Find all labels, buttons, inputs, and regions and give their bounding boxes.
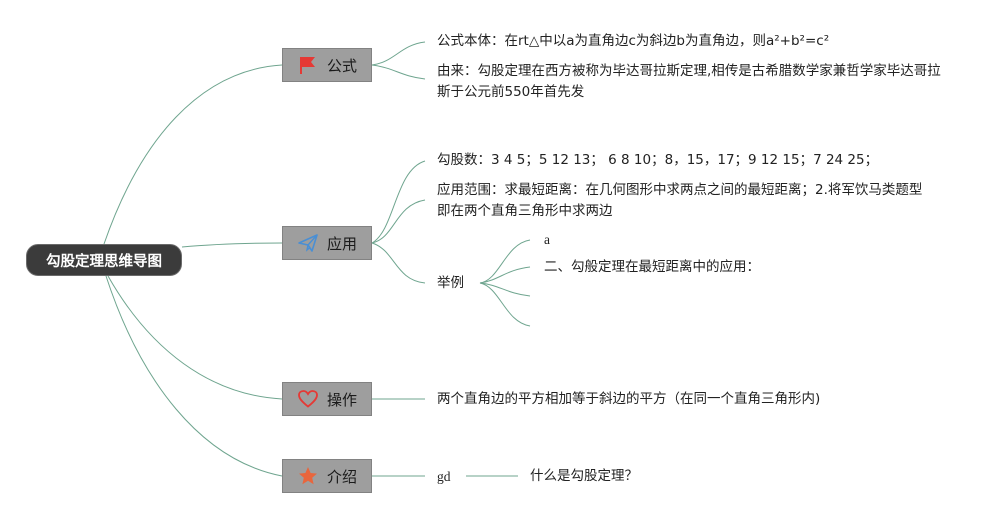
star-icon xyxy=(297,465,319,487)
formula-item-origin[interactable]: 由来：勾股定理在西方被称为毕达哥拉斯定理,相传是古希腊数学家兼哲学家毕达哥拉斯于… xyxy=(437,63,941,100)
example-child-shortest-distance[interactable]: 二、勾般定理在最短距离中的应用： xyxy=(544,259,760,275)
branch-application[interactable]: 应用 xyxy=(282,226,372,260)
example-child-a[interactable]: a xyxy=(544,232,550,247)
red-flag-icon xyxy=(297,54,319,76)
connector-example-c xyxy=(479,282,531,297)
operation-item[interactable]: 两个直角边的平方相加等于斜边的平方（在同一个直角三角形内) xyxy=(437,391,821,407)
connector-root-application xyxy=(181,242,283,248)
branch-operation-label: 操作 xyxy=(326,390,357,409)
connector-application-example xyxy=(371,242,426,284)
intro-sub-what-is[interactable]: 什么是勾股定理？ xyxy=(530,468,638,484)
root-node[interactable]: 勾股定理思维导图 xyxy=(26,244,182,276)
heart-icon xyxy=(297,388,319,410)
connector-formula-item1 xyxy=(371,41,426,66)
branch-intro[interactable]: 介绍 xyxy=(282,459,372,493)
branch-formula-label: 公式 xyxy=(326,56,357,75)
application-item-pythagorean-triples[interactable]: 勾股数：3 4 5；5 12 13； 6 8 10；8，15，17；9 12 1… xyxy=(437,152,879,168)
connector-example-b xyxy=(479,266,531,284)
root-label: 勾股定理思维导图 xyxy=(46,253,162,270)
connector-example-d xyxy=(479,282,531,327)
connector-application-item2 xyxy=(371,199,426,244)
paper-plane-icon xyxy=(297,232,319,254)
connector-root-intro xyxy=(105,275,283,477)
branch-formula[interactable]: 公式 xyxy=(282,48,372,82)
connector-formula-item2 xyxy=(371,64,426,80)
connector-root-formula xyxy=(103,64,283,245)
connector-application-item1 xyxy=(371,160,426,244)
intro-item-gd[interactable]: gd xyxy=(437,469,451,484)
branch-intro-label: 介绍 xyxy=(326,467,357,486)
branch-application-label: 应用 xyxy=(326,234,357,253)
connector-root-operation xyxy=(107,275,283,400)
connector-example-a xyxy=(479,239,531,284)
formula-item-body[interactable]: 公式本体：在rt△中以a为直角边c为斜边b为直角边，则a²+b²=c² xyxy=(437,33,830,49)
application-item-scope[interactable]: 应用范围：求最短距离：在几何图形中求两点之间的最短距离；2.将军饮马类题型即在两… xyxy=(437,182,923,219)
branch-operation[interactable]: 操作 xyxy=(282,382,372,416)
application-example-label[interactable]: 举例 xyxy=(437,275,464,291)
